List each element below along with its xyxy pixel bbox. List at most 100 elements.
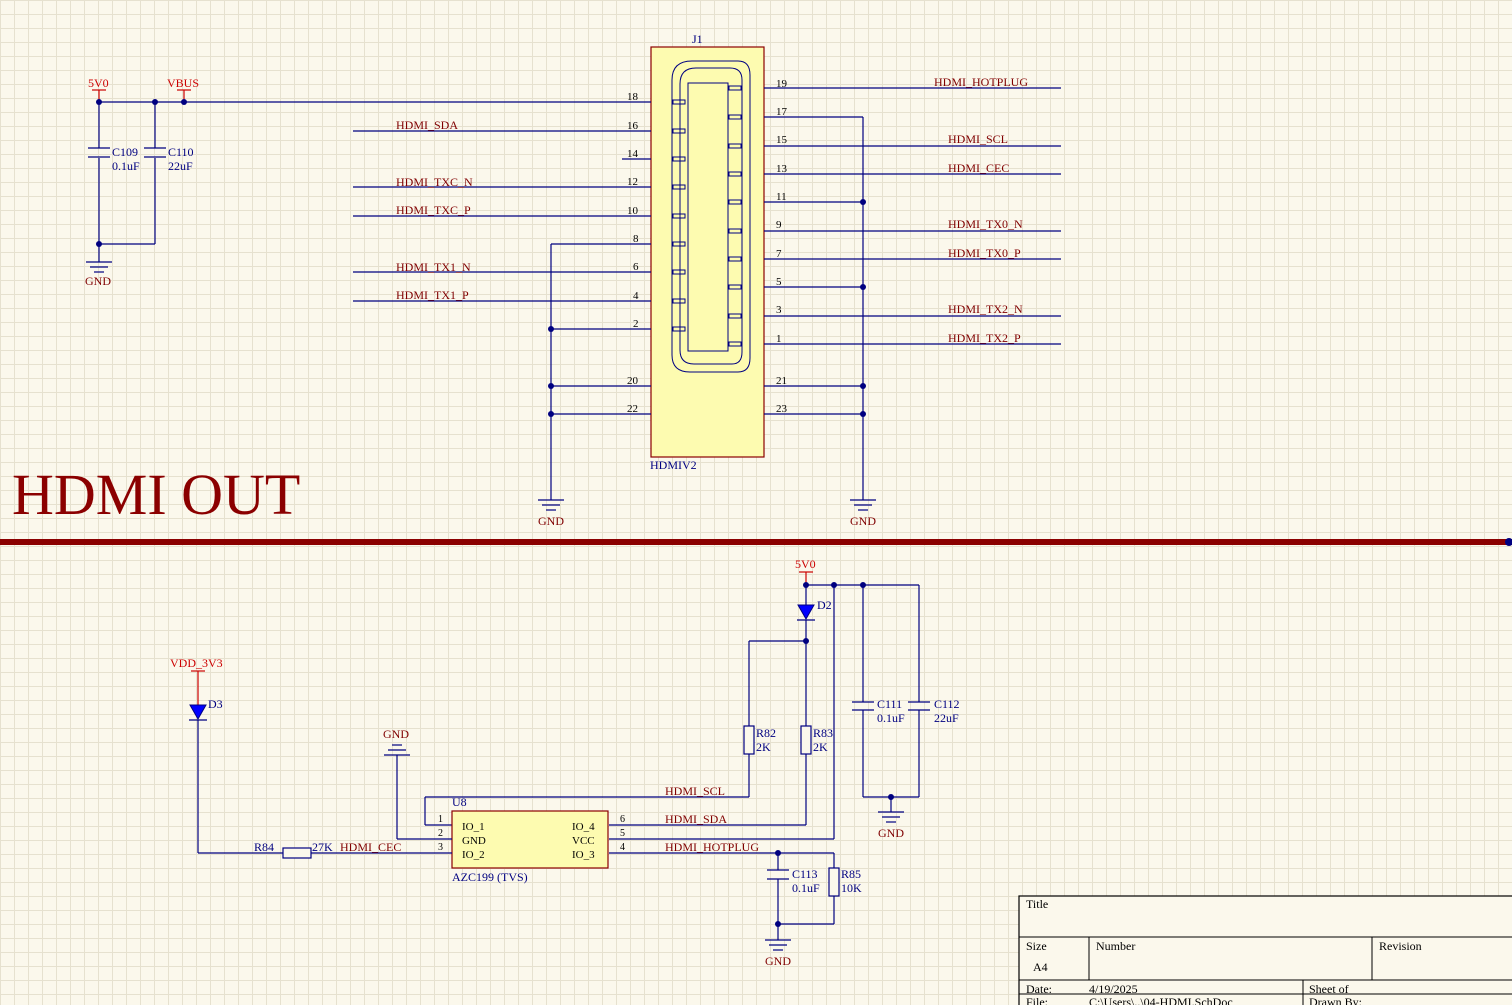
- connector-pad: [728, 228, 742, 234]
- ic-u8[interactable]: U8 AZC199 (TVS) IO_1 GND IO_2 IO_4 VCC I…: [438, 795, 625, 884]
- pin-num: 3: [776, 304, 782, 316]
- j1-left-gnd-bus: [548, 244, 554, 500]
- tb-drawn-label: Drawn By:: [1309, 995, 1362, 1005]
- tb-file-label: File:: [1026, 995, 1048, 1005]
- pin-num: 7: [776, 248, 782, 260]
- connector-pad: [672, 156, 686, 162]
- svg-text:4: 4: [620, 842, 625, 853]
- connector-pad: [728, 256, 742, 262]
- connector-pad: [728, 341, 742, 347]
- svg-text:GND: GND: [878, 826, 904, 840]
- tb-date-value: 4/19/2025: [1089, 982, 1138, 996]
- connector-pad: [672, 269, 686, 275]
- svg-text:0.1uF: 0.1uF: [877, 711, 905, 725]
- d3-ref: D3: [208, 697, 223, 711]
- j1-part: HDMIV2: [650, 458, 697, 472]
- svg-text:27K: 27K: [312, 840, 333, 854]
- connector-pads: [672, 85, 742, 347]
- net-label-tx1-p: HDMI_TX1_P: [396, 288, 469, 302]
- svg-text:10K: 10K: [841, 881, 862, 895]
- connector-pad: [672, 99, 686, 105]
- connector-pad: [672, 184, 686, 190]
- svg-text:R82: R82: [756, 726, 776, 740]
- c110-ref: C110: [168, 145, 194, 159]
- pin-num: 5: [776, 276, 782, 288]
- connector-pad: [672, 298, 686, 304]
- net-label-cec-low: HDMI_CEC: [340, 840, 401, 854]
- j1-right-pins: 19 17 15 13 11 9 7 5 3 1 21 23: [764, 78, 1061, 415]
- svg-text:3: 3: [438, 842, 443, 853]
- j1-ref: J1: [692, 32, 703, 46]
- c113-ref: C113: [792, 867, 818, 881]
- d2-supply: 5V0 D2: [748, 557, 919, 726]
- svg-text:2K: 2K: [813, 740, 828, 754]
- c113-value: 0.1uF: [792, 881, 820, 895]
- svg-text:U8: U8: [452, 795, 467, 809]
- svg-text:6: 6: [620, 814, 625, 825]
- hdmi-receptacle-icon: [671, 60, 751, 373]
- net-label-tx2-n: HDMI_TX2_N: [948, 302, 1023, 316]
- pin-num: 23: [776, 403, 788, 415]
- svg-text:C112: C112: [934, 697, 960, 711]
- power-vbus: VBUS: [167, 76, 199, 90]
- svg-text:22uF: 22uF: [934, 711, 959, 725]
- svg-text:VDD_3V3: VDD_3V3: [170, 656, 223, 670]
- svg-text:IO_1: IO_1: [462, 821, 485, 833]
- net-label-scl: HDMI_SCL: [948, 132, 1008, 146]
- tb-revision-label: Revision: [1379, 939, 1422, 953]
- svg-text:GND: GND: [850, 514, 876, 528]
- caps-c111-c112: C111 0.1uF C112 22uF GND: [852, 585, 960, 840]
- svg-text:GND: GND: [462, 835, 486, 847]
- connector-pad: [728, 284, 742, 290]
- gnd-symbol-inverted: GND: [383, 727, 410, 756]
- connector-pad: [672, 213, 686, 219]
- pin-num: 12: [627, 176, 638, 188]
- pin-num: 14: [627, 148, 639, 160]
- pin-num: 10: [627, 205, 639, 217]
- resistor-r85[interactable]: R85 10K: [828, 867, 862, 897]
- connector-pad: [672, 326, 686, 332]
- pin-num: 1: [776, 333, 782, 345]
- net-label-tx0-p: HDMI_TX0_P: [948, 246, 1021, 260]
- title-block: Title Size A4 Number Revision Date: 4/19…: [1018, 895, 1512, 1005]
- pin-num: 9: [776, 219, 782, 231]
- svg-text:AZC199 (TVS): AZC199 (TVS): [452, 870, 528, 884]
- net-label-hotplug-low: HDMI_HOTPLUG: [665, 840, 759, 854]
- supply-caps-top: 5V0 VBUS C109 0.1uF C110 22uF GND: [85, 76, 199, 288]
- connector-pad: [728, 171, 742, 177]
- net-label-hotplug: HDMI_HOTPLUG: [934, 75, 1028, 89]
- tb-file-value: C:\Users\..\04-HDMI.SchDoc: [1089, 995, 1233, 1005]
- c109-ref: C109: [112, 145, 138, 159]
- net-label-scl-low: HDMI_SCL: [665, 784, 725, 798]
- pin-num: 18: [627, 91, 639, 103]
- net-label-txc-p: HDMI_TXC_P: [396, 203, 471, 217]
- connector-j1[interactable]: J1 HDMIV2: [650, 32, 765, 472]
- svg-text:GND: GND: [765, 954, 791, 968]
- svg-text:IO_2: IO_2: [462, 849, 485, 861]
- resistor-r83[interactable]: R83 2K: [800, 725, 833, 755]
- svg-text:2: 2: [438, 828, 443, 839]
- tb-title-label: Title: [1026, 897, 1048, 911]
- svg-text:VCC: VCC: [572, 835, 595, 847]
- pin-num: 19: [776, 78, 788, 90]
- svg-text:C111: C111: [877, 697, 902, 711]
- tb-number-label: Number: [1096, 939, 1135, 953]
- pin-num: 20: [627, 375, 639, 387]
- c110-value: 22uF: [168, 159, 193, 173]
- connector-pad: [728, 143, 742, 149]
- pin-num: 16: [627, 120, 639, 132]
- resistor-r82[interactable]: R82 2K: [743, 725, 776, 755]
- svg-text:5V0: 5V0: [795, 557, 816, 571]
- pin-num: 6: [633, 261, 639, 273]
- svg-text:R85: R85: [841, 867, 861, 881]
- d3-supply: VDD_3V3 D3: [170, 656, 283, 854]
- svg-text:GND: GND: [538, 514, 564, 528]
- net-label-tx2-p: HDMI_TX2_P: [948, 331, 1021, 345]
- svg-text:GND: GND: [85, 274, 111, 288]
- connector-pad: [728, 85, 742, 91]
- pin-num: 11: [776, 191, 787, 203]
- tb-size-label: Size: [1026, 939, 1047, 953]
- resistor-r84[interactable]: R84 27K: [254, 840, 333, 859]
- pin-num: 13: [776, 163, 788, 175]
